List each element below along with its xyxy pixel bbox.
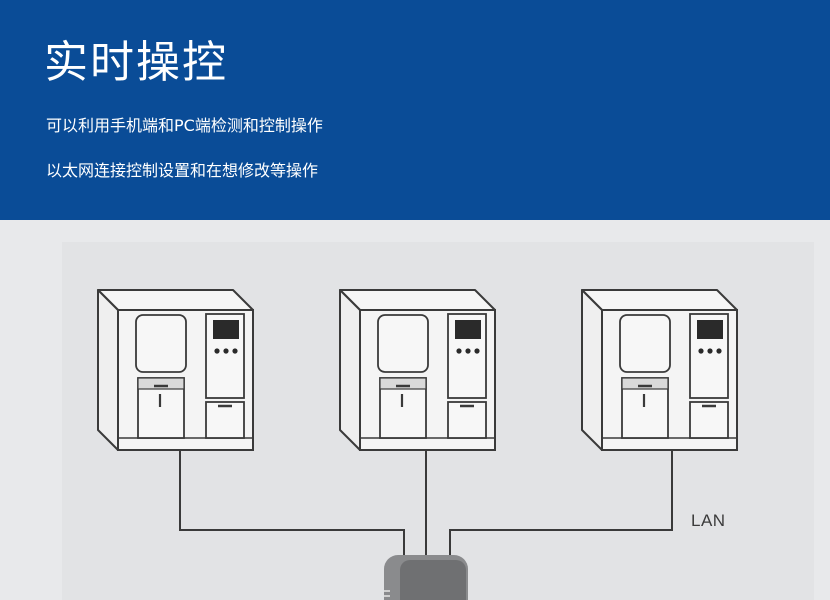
description-line-2: 以太网连接控制设置和在想修改等操作 <box>46 161 319 180</box>
lan-label: LAN <box>691 511 726 530</box>
network-switch <box>384 555 468 600</box>
page-title: 实时操控 <box>44 37 228 88</box>
cabinet-3 <box>580 288 739 452</box>
header-banner: 实时操控 可以利用手机端和PC端检测和控制操作 以太网连接控制设置和在想修改等操… <box>0 0 830 220</box>
cabinet-1 <box>96 288 255 452</box>
lan-cables <box>179 450 673 560</box>
description-line-1: 可以利用手机端和PC端检测和控制操作 <box>46 116 323 135</box>
cabinet-2 <box>338 288 497 452</box>
